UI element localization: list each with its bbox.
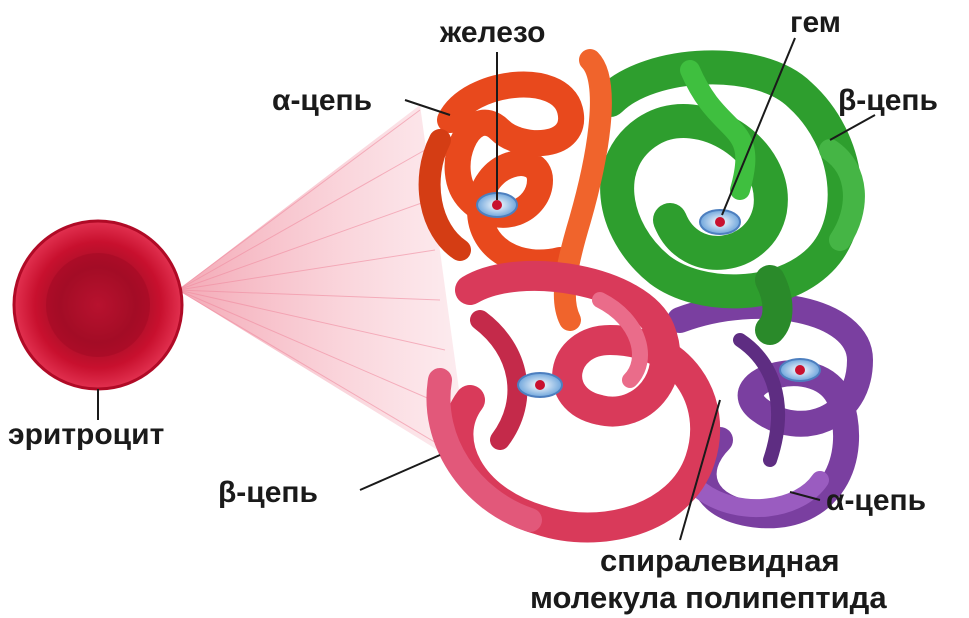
polypeptide-label-line1: спиралевидная [600,545,840,576]
erythrocyte-label: эритроцит [8,420,164,450]
iron-label: железо [440,18,545,48]
beta-chain-top-label: β-цепь [838,86,938,116]
heme-label: гем [790,8,841,38]
alpha-chain-bottom-label: α-цепь [826,486,926,516]
erythrocyte-cell [14,221,182,389]
heme-disc-top-right [700,210,740,234]
beta-chain-top-shape [610,67,854,330]
heme-disc-bottom-right [780,359,820,381]
beta-chain-bottom-leader [360,455,440,490]
polypeptide-label-line2: молекула полипептида [530,582,887,613]
beta-chain-bottom-label: β-цепь [218,478,318,508]
heme-disc-bottom-left [518,373,562,397]
alpha-chain-top-label: α-цепь [272,86,372,116]
